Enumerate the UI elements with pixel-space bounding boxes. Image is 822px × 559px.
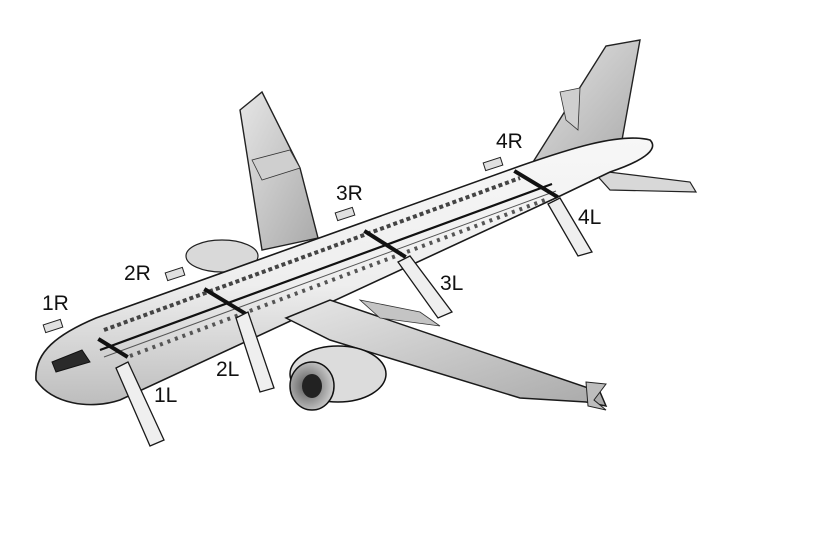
door-label-3R: 3R — [336, 182, 363, 205]
door-marker-4 — [513, 169, 559, 199]
evacuation-slides — [115, 197, 593, 447]
door-markers — [97, 169, 559, 359]
fuselage-stripe-lower — [103, 190, 557, 358]
right-wing-flap — [251, 149, 301, 181]
slide-pack-2R — [164, 266, 186, 282]
left-wing-flap — [358, 299, 441, 327]
door-labels: 1R 2R 3R 4R 1L 2L 3L 4L — [42, 130, 601, 407]
door-label-3L: 3L — [440, 272, 463, 295]
door-label-2R: 2R — [124, 262, 151, 285]
door-label-2L: 2L — [216, 358, 239, 381]
left-wing-tip — [585, 381, 607, 411]
lower-window-row — [129, 198, 546, 358]
slide-3L — [397, 255, 454, 319]
horizontal-stabilizer — [590, 169, 698, 193]
slide-pack-3R — [334, 206, 356, 222]
fuselage-stripe — [99, 182, 553, 352]
upper-window-row — [103, 176, 521, 332]
door-label-4R: 4R — [496, 130, 523, 153]
right-side-slide-packs — [42, 156, 504, 334]
door-label-1R: 1R — [42, 292, 69, 315]
cockpit-windows — [51, 349, 91, 373]
slide-pack-4R — [482, 156, 504, 172]
door-label-1L: 1L — [154, 384, 177, 407]
tail-fin-small — [559, 87, 581, 131]
door-marker-3 — [363, 229, 407, 259]
door-label-4L: 4L — [578, 206, 601, 229]
slide-1L — [115, 361, 165, 447]
door-marker-1 — [97, 337, 129, 359]
door-marker-2 — [203, 287, 249, 317]
slide-4L — [547, 197, 593, 257]
slide-pack-1R — [42, 318, 64, 334]
slide-2L — [235, 311, 275, 393]
